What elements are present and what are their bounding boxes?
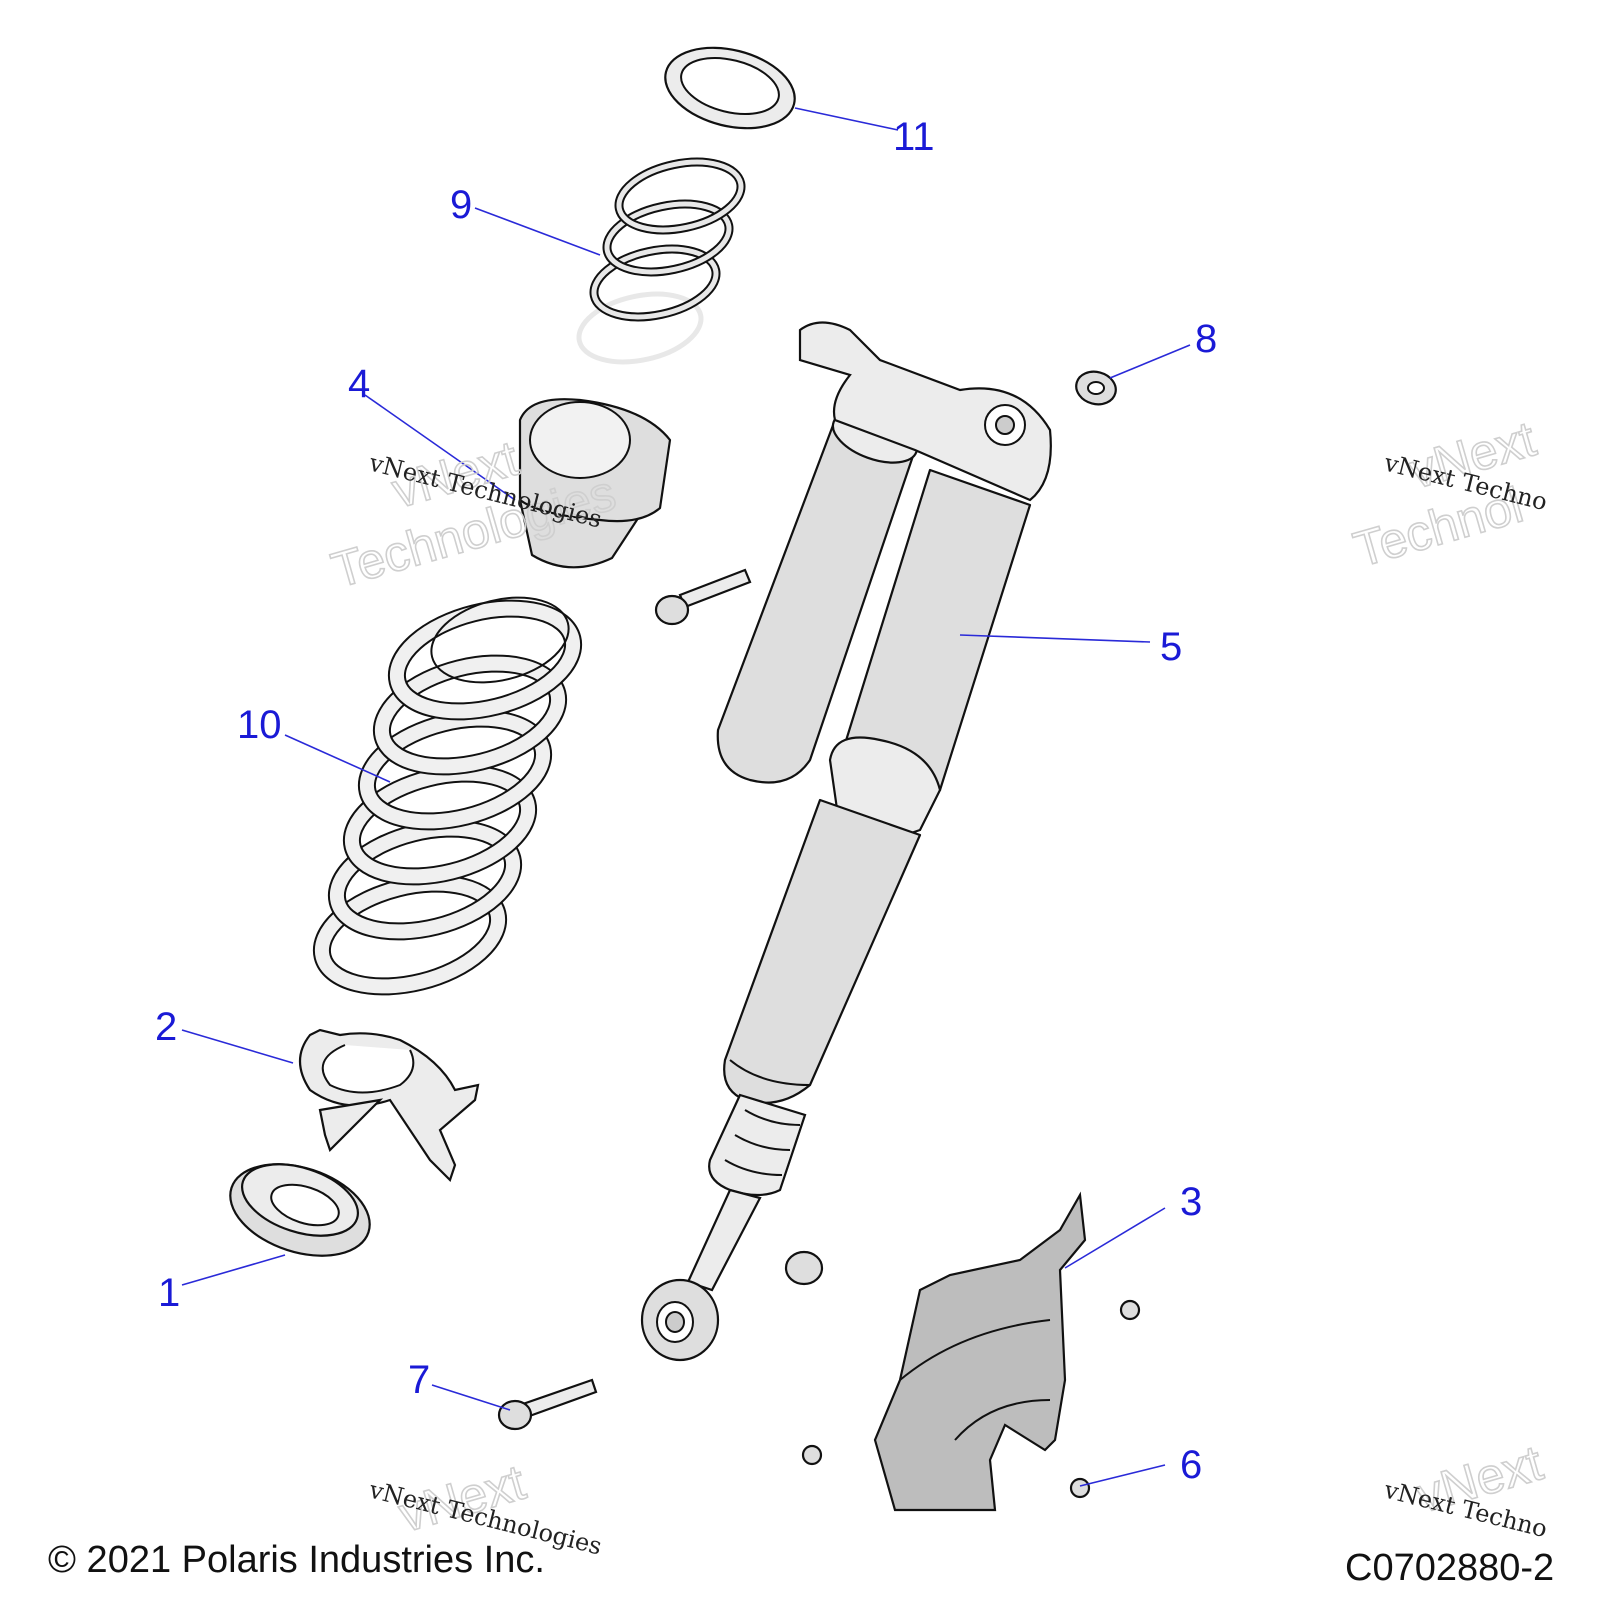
- callout-numbers: 11 9 4 8 5 10 2 1 3 7 6: [155, 115, 1217, 1487]
- leader-4: [364, 394, 516, 501]
- part-1-split-collar: [229, 1163, 371, 1257]
- leader-2: [181, 1029, 294, 1064]
- leader-10: [284, 734, 391, 783]
- callout-1: 1: [158, 1271, 180, 1315]
- part-10-large-spring: [312, 596, 583, 996]
- screw-a: [1119, 1299, 1141, 1321]
- part-2-clip: [298, 1028, 480, 1183]
- callout-9: 9: [450, 183, 472, 227]
- callout-8: 8: [1195, 317, 1217, 361]
- leader-11: [794, 107, 899, 131]
- copyright-text: © 2021 Polaris Industries Inc.: [48, 1539, 545, 1581]
- screw-b: [801, 1444, 823, 1466]
- leader-6: [1079, 1464, 1166, 1487]
- leader-8: [1109, 344, 1191, 379]
- callout-3: 3: [1180, 1180, 1202, 1224]
- bushing-lower: [784, 1250, 824, 1286]
- part-7-bolt: [497, 1378, 598, 1431]
- part-9-small-spring: [576, 157, 746, 365]
- callout-11: 11: [893, 115, 935, 159]
- leader-7: [431, 1384, 511, 1411]
- callout-2: 2: [155, 1005, 177, 1049]
- callout-7: 7: [408, 1358, 430, 1402]
- part-4-spring-cup: [518, 398, 672, 569]
- leader-1: [181, 1254, 286, 1286]
- part-8-bushing: [1075, 370, 1117, 406]
- bolt-upper: [654, 568, 752, 626]
- leader-lines: [181, 107, 1191, 1487]
- part-5-shock-absorber: [640, 321, 1052, 1362]
- callout-6: 6: [1180, 1443, 1202, 1487]
- callout-10: 10: [237, 703, 282, 747]
- leader-3: [1064, 1207, 1166, 1269]
- callout-4: 4: [348, 362, 370, 406]
- leader-9: [474, 207, 601, 256]
- leader-5: [959, 634, 1151, 643]
- part-6-screw: [1069, 1477, 1091, 1499]
- part-11-ring: [664, 46, 796, 130]
- drawing-number: C0702880-2: [1345, 1547, 1554, 1589]
- part-3-guard: [873, 1191, 1087, 1512]
- callout-5: 5: [1160, 625, 1182, 669]
